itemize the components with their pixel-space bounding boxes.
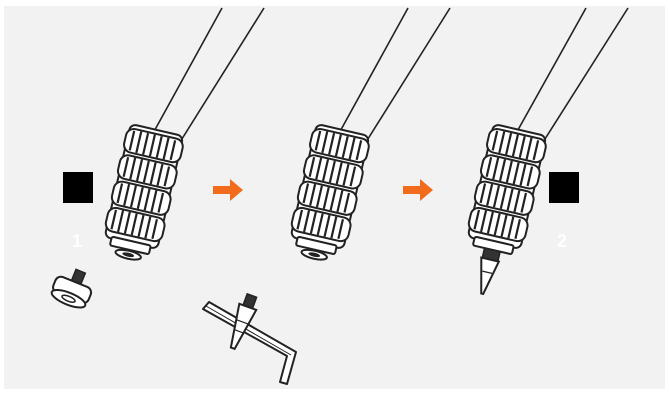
pole-shaft-1	[145, 7, 265, 151]
right-arrow-icon	[213, 179, 243, 201]
pole-grip-1	[99, 123, 185, 263]
pole-grip-3	[454, 123, 548, 296]
tip-wrench-tool	[202, 292, 297, 385]
step-number-2: 2	[557, 231, 568, 251]
pole-shaft-3	[508, 7, 629, 151]
step-number-1: 1	[72, 231, 83, 251]
pole-shaft-2	[331, 7, 451, 151]
right-arrow-icon	[403, 179, 433, 201]
rubber-foot-cap	[50, 268, 93, 309]
square-marker-icon	[549, 172, 579, 203]
pole-grip-2	[285, 123, 371, 263]
square-marker-icon	[63, 172, 93, 203]
